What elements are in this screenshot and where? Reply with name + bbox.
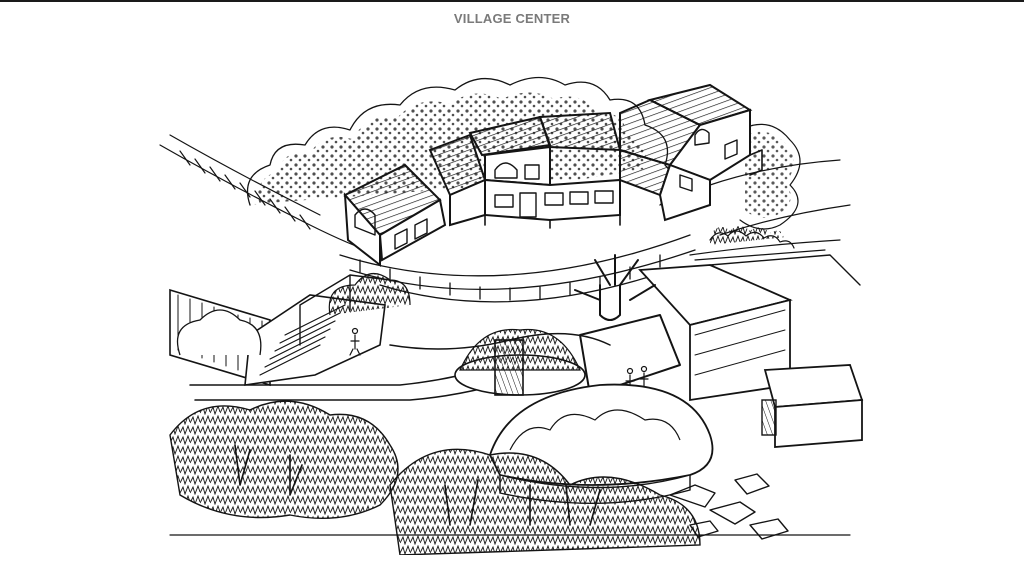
central-planters <box>454 328 586 396</box>
sculpture <box>574 254 681 396</box>
top-border <box>0 0 1024 2</box>
page-title: VILLAGE CENTER <box>453 11 571 26</box>
right-shrubs <box>710 226 786 245</box>
people-figures <box>349 327 650 396</box>
foreground-vegetation <box>169 273 701 555</box>
staircase <box>244 274 391 386</box>
foreground-rocks <box>669 473 789 540</box>
tree-trunks <box>234 444 601 526</box>
sketch-drawing <box>159 76 864 555</box>
right-shed-large <box>638 254 861 402</box>
village-center-sketch <box>150 55 870 555</box>
main-building <box>343 83 763 268</box>
right-shed-small <box>761 364 864 448</box>
